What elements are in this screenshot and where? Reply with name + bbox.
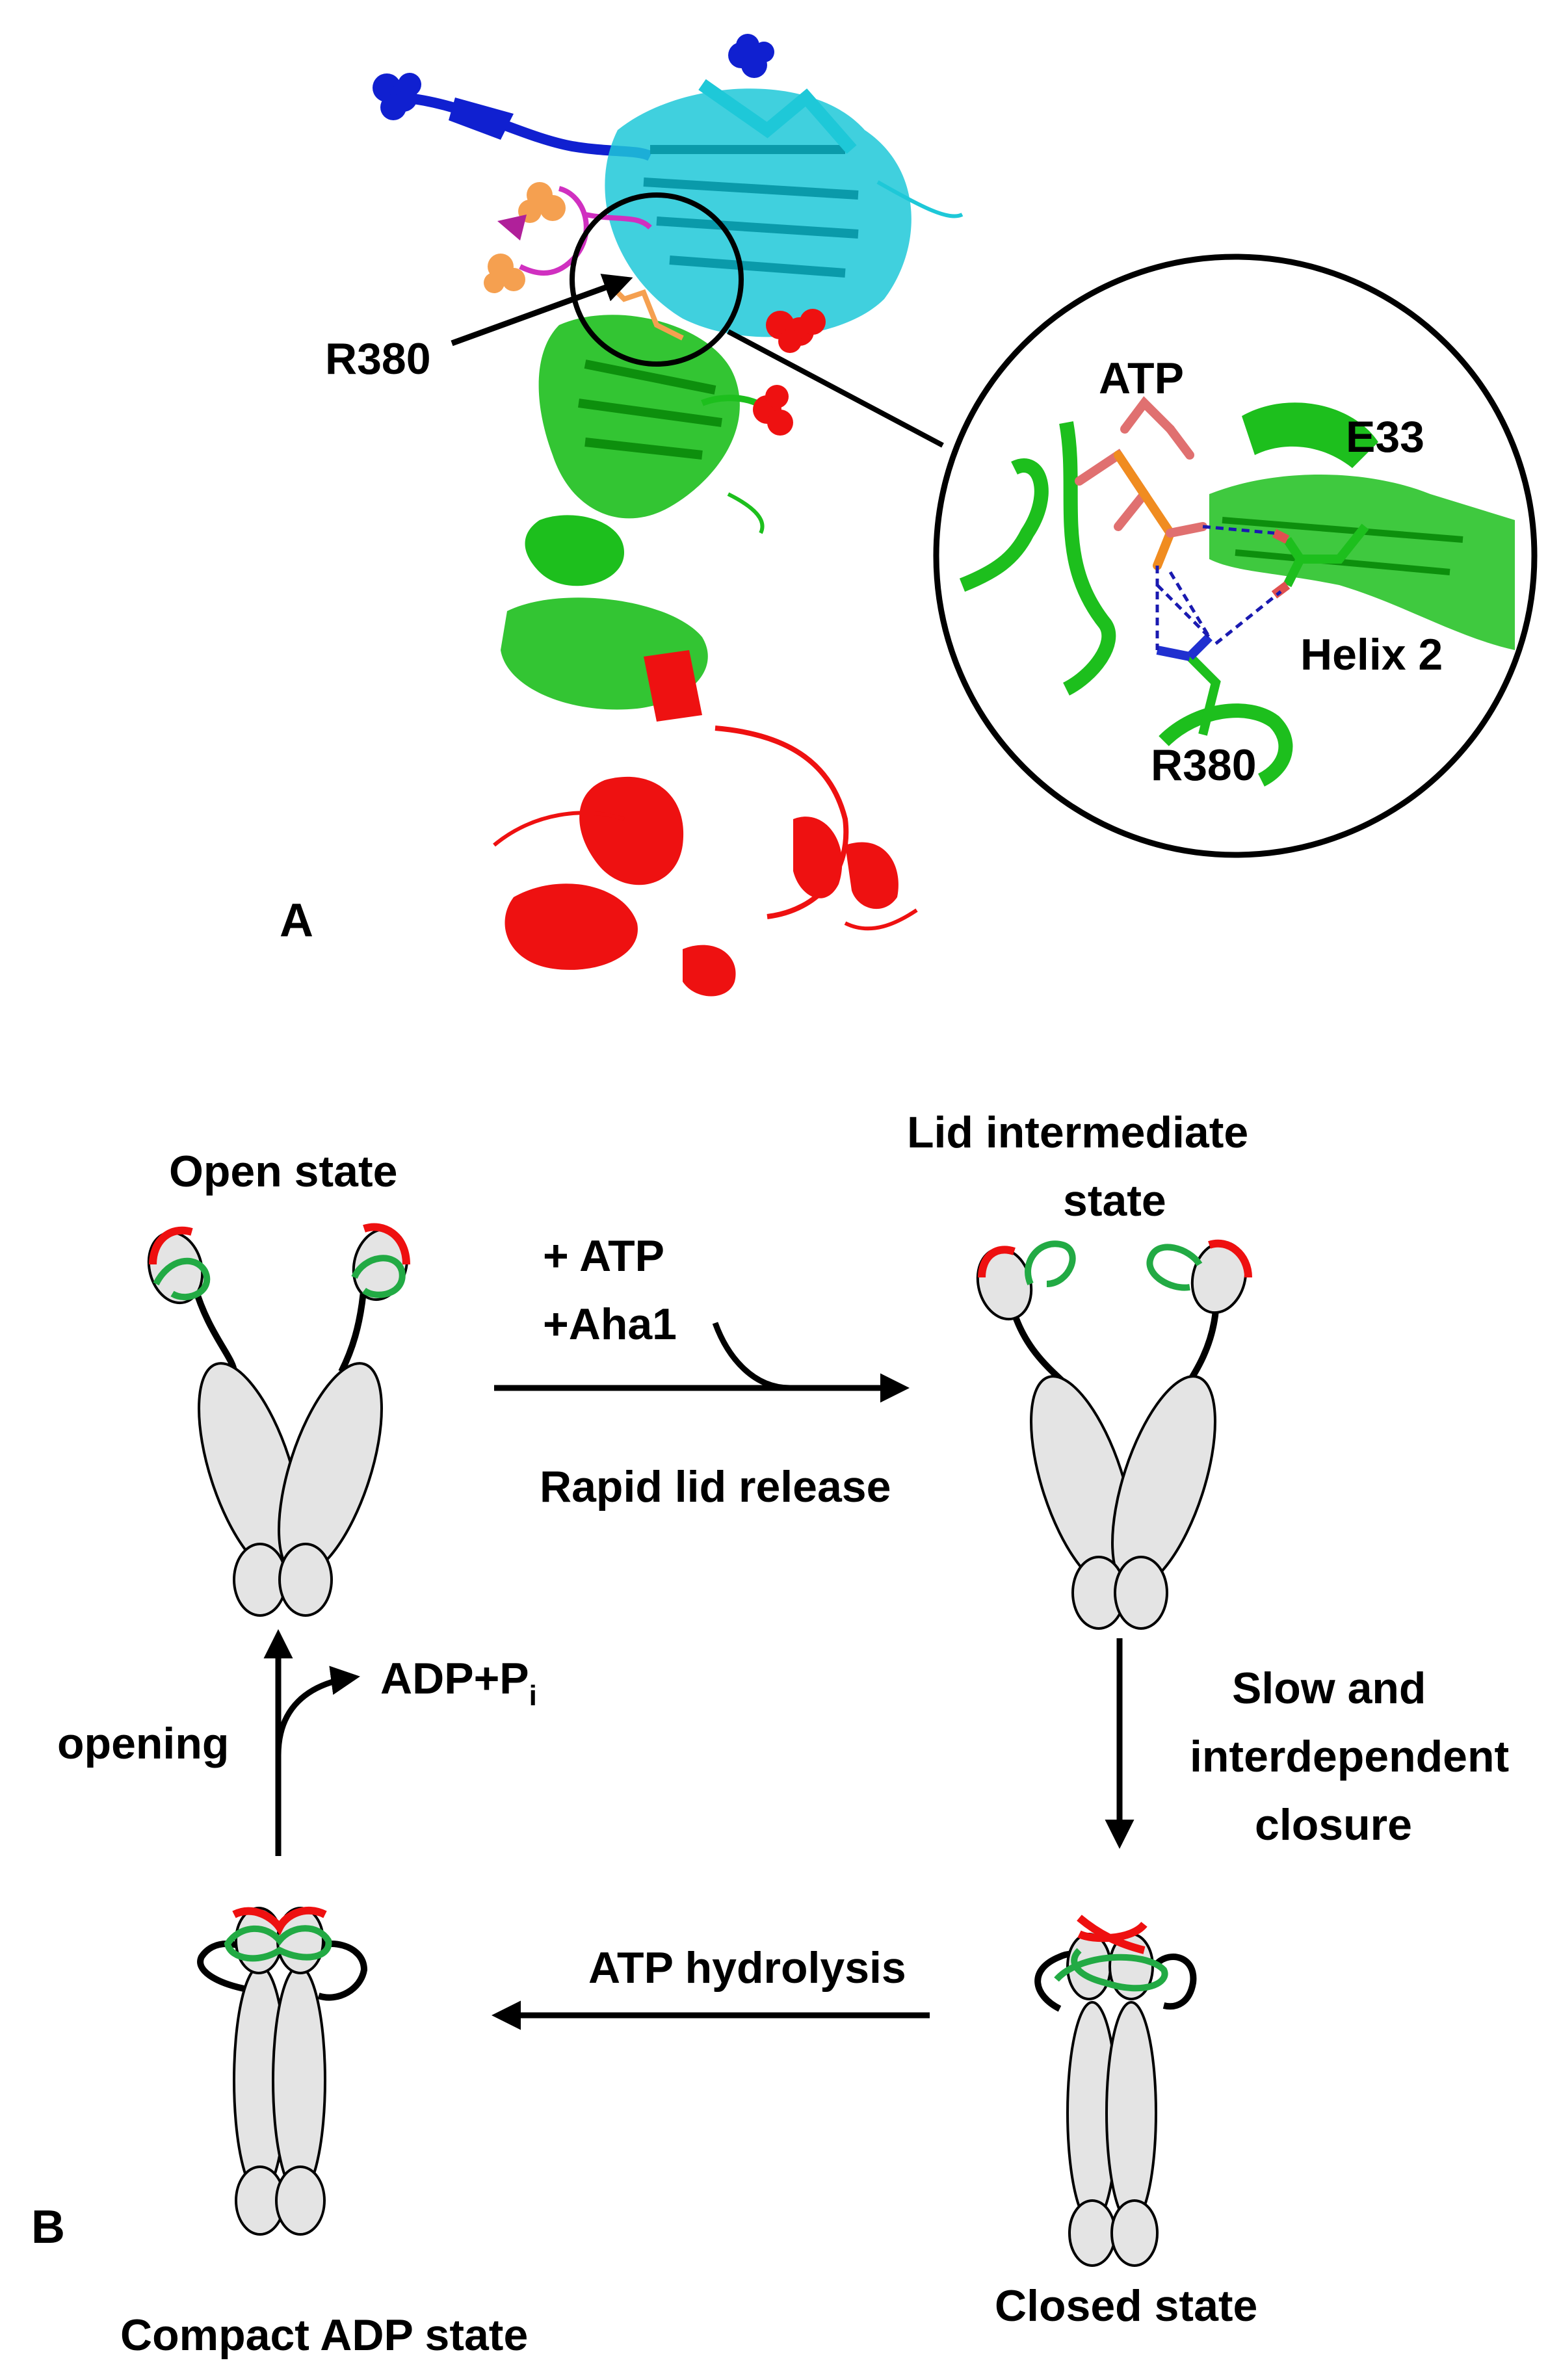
product-release-subscript: i bbox=[529, 1680, 537, 1712]
r380-sidechain-base bbox=[1159, 703, 1293, 787]
label-plus-atp: + ATP bbox=[543, 1231, 664, 1281]
open-state-dimer bbox=[147, 1223, 410, 1617]
hydrogen-bonds bbox=[1155, 525, 1282, 650]
n-terminal-arrow bbox=[449, 98, 514, 140]
n-domain-cyan bbox=[605, 79, 964, 337]
label-plus-aha1: +Aha1 bbox=[543, 1300, 677, 1349]
zoom-circle bbox=[570, 192, 744, 367]
protein-structure bbox=[373, 34, 964, 997]
label-lid-line2: state bbox=[1063, 1176, 1166, 1225]
panel-b-schematic bbox=[147, 1223, 1252, 2267]
blue-spheres-top bbox=[728, 34, 774, 78]
closed-state-dimer bbox=[1034, 1915, 1197, 2267]
blue-spheres-left bbox=[373, 73, 421, 120]
label-lid-line1: Lid intermediate bbox=[907, 1108, 1248, 1157]
inset-border bbox=[933, 254, 1538, 858]
arrow-product-release bbox=[275, 1666, 360, 1756]
compact-adp-dimer bbox=[197, 1906, 368, 2236]
label-compact-adp-state: Compact ADP state bbox=[120, 2310, 528, 2360]
helix-top-cartoon bbox=[1242, 402, 1378, 468]
inset-zoom bbox=[933, 254, 1538, 858]
atp-stick bbox=[1075, 396, 1207, 570]
label-closed-state: Closed state bbox=[995, 2281, 1257, 2331]
middle-domain-green bbox=[501, 315, 778, 710]
inset-atp-label: ATP bbox=[1099, 354, 1184, 403]
panel-a-label: A bbox=[280, 895, 313, 947]
panel-a-r380-label: R380 bbox=[325, 334, 431, 384]
e33-sidechain bbox=[1283, 523, 1369, 588]
label-rapid-lid-release: Rapid lid release bbox=[540, 1462, 891, 1511]
inset-e33-label: E33 bbox=[1346, 412, 1424, 462]
red-spheres-upper bbox=[753, 309, 826, 436]
loop-lower bbox=[1059, 421, 1116, 696]
label-slow-line1: Slow and bbox=[1232, 1664, 1426, 1713]
panel-b-label: B bbox=[31, 2201, 65, 2253]
label-opening: opening bbox=[57, 1719, 229, 1768]
r380-pointer-arrow bbox=[451, 274, 633, 347]
c-domain-red bbox=[493, 650, 918, 997]
aha1-hook bbox=[712, 1322, 791, 1391]
label-atp-hydrolysis: ATP hydrolysis bbox=[588, 1943, 906, 1993]
label-open-state: Open state bbox=[169, 1147, 397, 1196]
r380-sidechain bbox=[1187, 653, 1221, 736]
label-slow-line2: interdependent bbox=[1190, 1732, 1509, 1781]
orange-spheres bbox=[484, 182, 566, 293]
label-slow-line3: closure bbox=[1255, 1800, 1412, 1850]
lid-intermediate-dimer bbox=[976, 1239, 1252, 1630]
label-product-release: ADP+Pi bbox=[380, 1654, 537, 1712]
inset-r380-label: R380 bbox=[1151, 740, 1257, 790]
loop-left bbox=[959, 458, 1049, 592]
zoom-connector-line bbox=[727, 329, 944, 448]
magenta-wedge bbox=[497, 215, 527, 241]
product-release-main: ADP+P bbox=[380, 1654, 529, 1703]
inset-helix2-label: Helix 2 bbox=[1300, 630, 1443, 679]
